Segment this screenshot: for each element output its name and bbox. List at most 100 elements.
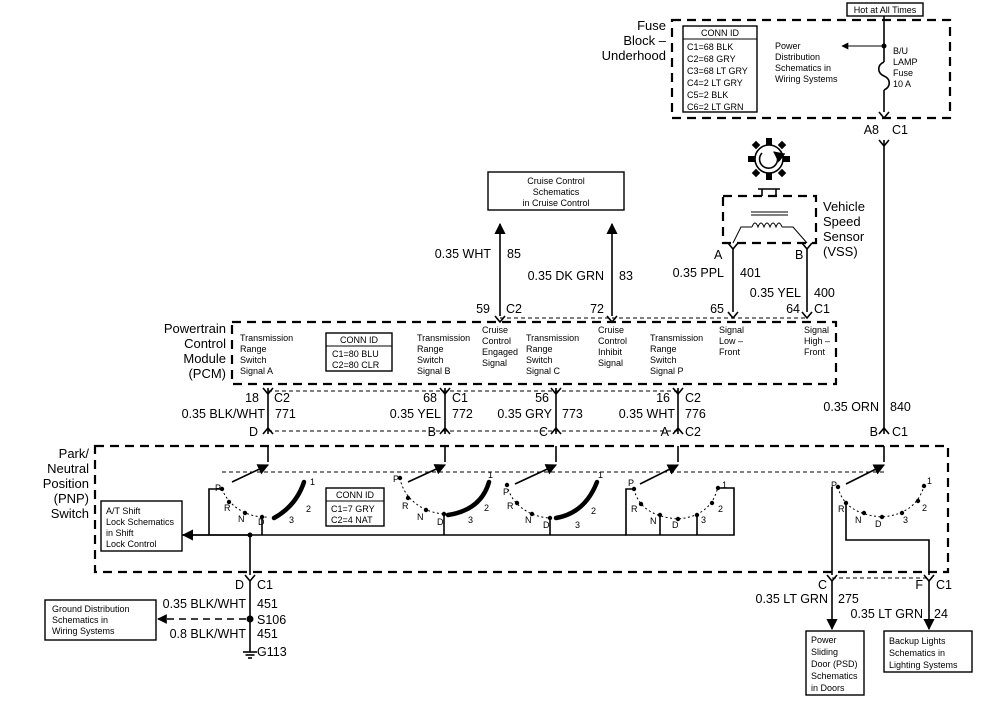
pin-label: 72 xyxy=(590,302,604,316)
wire-gauge: 0.35 BLK/WHT xyxy=(163,597,247,611)
wire-gauge: 0.35 BLK/WHT xyxy=(182,407,266,421)
svg-text:1: 1 xyxy=(927,476,932,486)
fuse-block-title: Fuse Block – Underhood xyxy=(602,18,667,63)
shift-lock-line: Lock Schematics xyxy=(106,517,175,527)
wire-circuit: 451 xyxy=(257,597,278,611)
wire-gauge: 0.35 DK GRN xyxy=(528,269,604,283)
svg-text:3: 3 xyxy=(903,515,908,525)
cruise-control-reference: Cruise Control Schematics in Cruise Cont… xyxy=(487,171,625,316)
conn-id-row: C6=2 LT GRN xyxy=(687,102,743,112)
pin-label: A8 xyxy=(864,123,879,137)
svg-text:3: 3 xyxy=(701,515,706,525)
svg-text:N: N xyxy=(855,515,862,525)
wire-circuit: 24 xyxy=(934,607,948,621)
wire-circuit: 840 xyxy=(890,400,911,414)
ground-distribution-reference: Ground Distribution Schematics in Wiring… xyxy=(44,599,157,641)
connector-label: C2 xyxy=(685,391,701,405)
vss-outline xyxy=(721,194,818,245)
svg-text:D: D xyxy=(543,520,550,530)
pin-label: 56 xyxy=(535,391,549,405)
svg-text:2: 2 xyxy=(718,504,723,514)
pcm-conn-id: CONN ID C1=80 BLU C2=80 CLR xyxy=(325,332,393,372)
svg-text:Front: Front xyxy=(804,347,826,357)
svg-text:Signal C: Signal C xyxy=(526,366,561,376)
svg-text:2: 2 xyxy=(591,506,596,516)
power-ref-line: Distribution xyxy=(775,52,820,62)
vss-title-line: Speed xyxy=(823,214,861,229)
switch-section-b: P R N D 3 2 1 xyxy=(393,446,493,535)
pin-label: 64 xyxy=(786,302,800,316)
vehicle-speed-sensor: Vehicle Speed Sensor (VSS) A B xyxy=(714,138,865,312)
connector-label: C1 xyxy=(814,302,830,316)
hot-label-text: Hot at All Times xyxy=(854,5,917,15)
pnp-title-line: Position xyxy=(43,476,89,491)
svg-text:Range: Range xyxy=(526,344,553,354)
svg-text:2: 2 xyxy=(306,504,311,514)
fuse-terminal xyxy=(878,111,890,120)
pin-label: D xyxy=(249,425,258,439)
svg-text:Inhibit: Inhibit xyxy=(598,347,623,357)
pnp-title-line: Switch xyxy=(51,506,89,521)
connector-label: C1 xyxy=(892,123,908,137)
fuse-label-line: 10 A xyxy=(893,79,911,89)
cruise-ref-line: in Cruise Control xyxy=(522,198,589,208)
fuse-block-outline xyxy=(670,18,952,120)
pnp-conn-id: CONN ID C1=7 GRY C2=4 NAT xyxy=(325,487,385,527)
ground-ref-line: Ground Distribution xyxy=(52,604,130,614)
wire-840-group: 0.35 ORN 840 B C1 xyxy=(823,139,911,439)
pcm-title-line: (PCM) xyxy=(188,366,226,381)
vss-title-line: Sensor xyxy=(823,229,865,244)
svg-text:Schematics in: Schematics in xyxy=(889,648,945,658)
svg-text:D: D xyxy=(672,520,679,530)
pcm-outline xyxy=(230,320,838,386)
svg-text:Signal B: Signal B xyxy=(417,366,451,376)
conn-id-row: C5=2 BLK xyxy=(687,90,728,100)
wire-gauge: 0.35 PPL xyxy=(673,266,724,280)
connector-label: C2 xyxy=(274,391,290,405)
ground-icon xyxy=(243,651,257,659)
pin-label: D xyxy=(235,578,244,592)
svg-text:in Doors: in Doors xyxy=(811,683,845,693)
power-ref-line: Schematics in xyxy=(775,63,831,73)
cruise-ref-line: Schematics xyxy=(533,187,580,197)
pin-label: 18 xyxy=(245,391,259,405)
power-distribution-reference: Power Distribution Schematics in Wiring … xyxy=(775,41,884,84)
vss-pin-b: B xyxy=(795,248,803,262)
svg-text:1: 1 xyxy=(488,470,493,480)
conn-id-row: C4=2 LT GRY xyxy=(687,78,743,88)
splice-s106 xyxy=(246,615,254,623)
fuse-block-title-line: Fuse xyxy=(637,18,666,33)
svg-text:Control: Control xyxy=(598,336,627,346)
wire-gauge: 0.35 YEL xyxy=(750,286,801,300)
svg-text:R: R xyxy=(507,501,514,511)
cruise-ref-box xyxy=(487,171,625,211)
wire-gauge: 0.35 ORN xyxy=(823,400,879,414)
switch-section-p: P R N D 3 2 1 xyxy=(625,446,735,536)
svg-text:N: N xyxy=(525,515,532,525)
fuse-label-line: B/U xyxy=(893,46,908,56)
fuse-label-line: Fuse xyxy=(893,68,913,78)
svg-text:Range: Range xyxy=(417,344,444,354)
pnp-title-line: Park/ xyxy=(59,446,90,461)
pnp-title-line: (PNP) xyxy=(54,491,89,506)
wire-circuit: 400 xyxy=(814,286,835,300)
gear-icon xyxy=(748,138,790,180)
svg-text:P: P xyxy=(503,487,509,497)
svg-text:Switch: Switch xyxy=(526,355,553,365)
pin-label: B xyxy=(870,425,878,439)
svg-text:N: N xyxy=(238,514,245,524)
svg-text:High –: High – xyxy=(804,336,830,346)
connector-label: C1 xyxy=(257,578,273,592)
wire-gauge: 0.35 WHT xyxy=(619,407,676,421)
pin-label: 59 xyxy=(476,302,490,316)
wire-circuit: 776 xyxy=(685,407,706,421)
pin-label: A xyxy=(661,425,670,439)
wire-gauge: 0.35 YEL xyxy=(390,407,441,421)
svg-text:Low –: Low – xyxy=(719,336,743,346)
svg-text:Sliding: Sliding xyxy=(811,647,838,657)
conn-id-row: C1=80 BLU xyxy=(332,349,379,359)
